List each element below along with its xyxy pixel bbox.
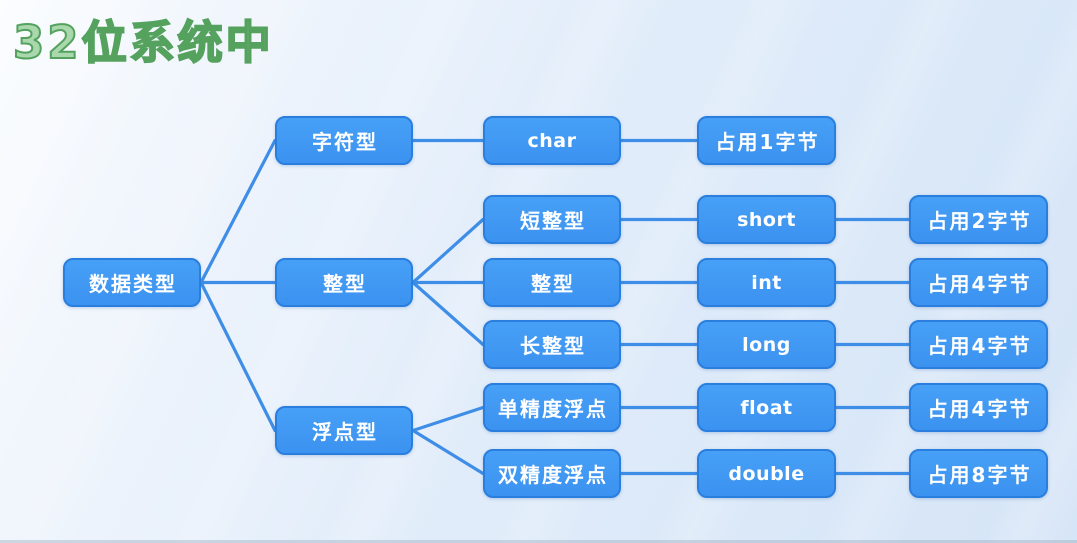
node-e6: 占用8字节: [909, 449, 1048, 498]
node-d2: short: [697, 195, 836, 244]
node-label: 浮点型: [312, 420, 378, 444]
node-label: 整型: [323, 272, 367, 296]
node-label: 长整型: [520, 334, 586, 358]
node-c6: 双精度浮点: [483, 449, 621, 498]
node-d5: float: [697, 383, 836, 432]
node-e5: 占用4字节: [909, 383, 1048, 432]
node-label: short: [737, 208, 796, 231]
node-e2: 占用2字节: [909, 195, 1048, 244]
edge-b3-c5: [411, 405, 485, 433]
node-label: char: [527, 129, 577, 152]
node-label: 占用4字节: [927, 397, 1032, 421]
node-label: 占用8字节: [927, 463, 1032, 487]
edge-b2-c2: [411, 217, 485, 285]
node-b2: 整型: [275, 258, 413, 307]
node-label: double: [728, 462, 805, 485]
node-label: 占用2字节: [927, 209, 1032, 233]
node-d4: long: [697, 320, 836, 369]
node-b1: 字符型: [275, 116, 413, 165]
node-c2: 短整型: [483, 195, 621, 244]
node-label: int: [751, 271, 782, 294]
node-c3: 整型: [483, 258, 621, 307]
node-root: 数据类型: [63, 258, 201, 307]
node-label: 整型: [531, 272, 575, 296]
node-b3: 浮点型: [275, 406, 413, 455]
page-title: 32位系统中: [12, 15, 274, 70]
node-label: 占用4字节: [927, 272, 1032, 296]
node-e3: 占用4字节: [909, 258, 1048, 307]
node-c5: 单精度浮点: [483, 383, 621, 432]
node-label: long: [742, 333, 791, 356]
node-e4: 占用4字节: [909, 320, 1048, 369]
bottom-edge-line: [0, 540, 1077, 543]
node-label: 字符型: [312, 130, 378, 154]
node-label: 双精度浮点: [498, 463, 608, 487]
edge-root-b3: [199, 280, 277, 433]
node-label: 占用4字节: [927, 334, 1032, 358]
edge-b3-c6: [411, 428, 485, 476]
node-label: 占用1字节: [715, 130, 820, 154]
node-c4: 长整型: [483, 320, 621, 369]
node-label: 短整型: [520, 209, 586, 233]
node-d1: 占用1字节: [697, 116, 836, 165]
node-label: float: [740, 396, 793, 419]
node-c1: char: [483, 116, 621, 165]
node-d6: double: [697, 449, 836, 498]
node-label: 单精度浮点: [498, 397, 608, 421]
node-d3: int: [697, 258, 836, 307]
edge-root-b1: [199, 138, 277, 285]
edge-b2-c4: [411, 280, 485, 347]
node-label: 数据类型: [89, 272, 177, 296]
